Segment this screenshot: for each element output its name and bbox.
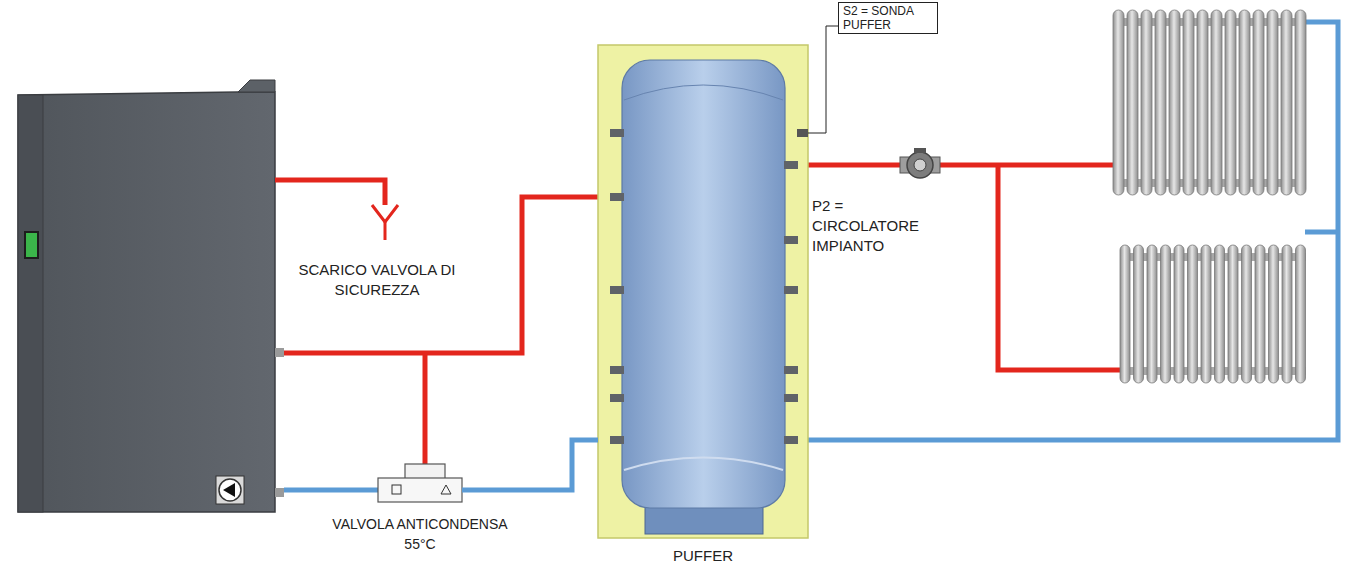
radiator-column <box>1174 245 1184 383</box>
radiator-column <box>1211 10 1222 195</box>
anticondensation-valve <box>441 485 451 494</box>
radiator-column <box>1134 245 1144 383</box>
node-text: S2 = SONDA PUFFER <box>843 4 933 32</box>
pipes <box>384 220 387 240</box>
boiler <box>216 476 244 504</box>
boiler <box>275 488 284 497</box>
radiator-column <box>1282 245 1292 383</box>
radiator <box>1120 245 1306 383</box>
boiler <box>223 483 235 497</box>
radiator-column <box>1267 10 1278 195</box>
radiator-column <box>1155 10 1166 195</box>
node-text: VALVOLA ANTICONDENSA 55°C <box>326 514 514 554</box>
boiler <box>25 232 38 258</box>
circulator-pump <box>900 148 940 178</box>
anticondensation-valve <box>392 485 401 494</box>
tank-port <box>610 193 624 201</box>
puffer-tank <box>624 458 783 471</box>
circulator-pump <box>914 148 926 153</box>
tank-port <box>784 394 798 402</box>
anticondensation-valve <box>378 478 462 502</box>
radiator-column <box>1120 245 1130 383</box>
radiator-column <box>1281 10 1292 195</box>
pipes <box>998 165 1120 370</box>
radiator <box>1113 10 1306 195</box>
valve-discharge-label: SCARICO VALVOLA DI SICUREZZA <box>288 260 466 300</box>
pipes <box>284 197 598 353</box>
boiler <box>219 479 241 501</box>
radiator-column <box>1197 10 1208 195</box>
puffer-tank: PUFFER <box>598 45 808 538</box>
pipe-connector <box>462 440 598 490</box>
radiator-column <box>1269 245 1279 383</box>
radiator-column <box>1113 10 1124 195</box>
puffer-tank <box>624 85 783 100</box>
sensor-callout-box: S2 = SONDA PUFFER <box>838 2 938 34</box>
circulator-pump <box>907 152 933 178</box>
radiator-column <box>1169 10 1180 195</box>
boiler <box>18 80 284 512</box>
radiator-column <box>1215 245 1225 383</box>
boiler <box>18 95 43 512</box>
anticondensation-valve: VALVOLA ANTICONDENSA 55°C <box>378 462 462 502</box>
radiator-column <box>1225 10 1236 195</box>
pipes <box>372 205 398 222</box>
pipes <box>284 488 380 493</box>
tank-port <box>784 161 798 169</box>
pipes <box>275 180 385 205</box>
radiator-column <box>1161 245 1171 383</box>
tank-port <box>784 286 798 294</box>
pipes <box>1305 230 1338 235</box>
radiator-column <box>1201 245 1211 383</box>
radiator-column <box>1188 245 1198 383</box>
radiator-column <box>1239 10 1250 195</box>
node-text: PUFFER <box>598 546 808 566</box>
radiator-column <box>1295 10 1306 195</box>
boiler <box>238 80 275 92</box>
tank-port <box>784 236 798 244</box>
radiator-column <box>1228 245 1238 383</box>
tank-port <box>610 394 624 402</box>
radiator-column <box>1255 245 1265 383</box>
puffer-tank <box>598 45 808 538</box>
radiator-column <box>1183 10 1194 195</box>
radiator-column <box>1296 245 1306 383</box>
tank-port <box>610 129 624 137</box>
boiler <box>18 92 275 512</box>
radiator-column <box>1141 10 1152 195</box>
sensor-port <box>797 129 808 137</box>
radiator-column <box>1127 10 1138 195</box>
circulator-pump <box>900 157 940 173</box>
pipes <box>808 163 1113 168</box>
tank-port <box>784 366 798 374</box>
anticondensation-valve <box>378 464 462 502</box>
puffer-tank <box>622 60 785 508</box>
tank-port <box>610 366 624 374</box>
circulator-pump <box>914 159 926 171</box>
boiler <box>275 348 284 357</box>
tank-ports <box>610 129 798 444</box>
pump-label: P2 = CIRCOLATORE IMPIANTO <box>812 196 937 256</box>
radiator-column <box>1253 10 1264 195</box>
tank-port <box>610 436 624 444</box>
radiator-column <box>1147 245 1157 383</box>
radiator-column <box>1242 245 1252 383</box>
pipe-connector <box>808 26 838 133</box>
puffer-tank <box>598 45 808 538</box>
pipes <box>423 353 428 466</box>
tank-port <box>610 286 624 294</box>
tank-port <box>784 436 798 444</box>
